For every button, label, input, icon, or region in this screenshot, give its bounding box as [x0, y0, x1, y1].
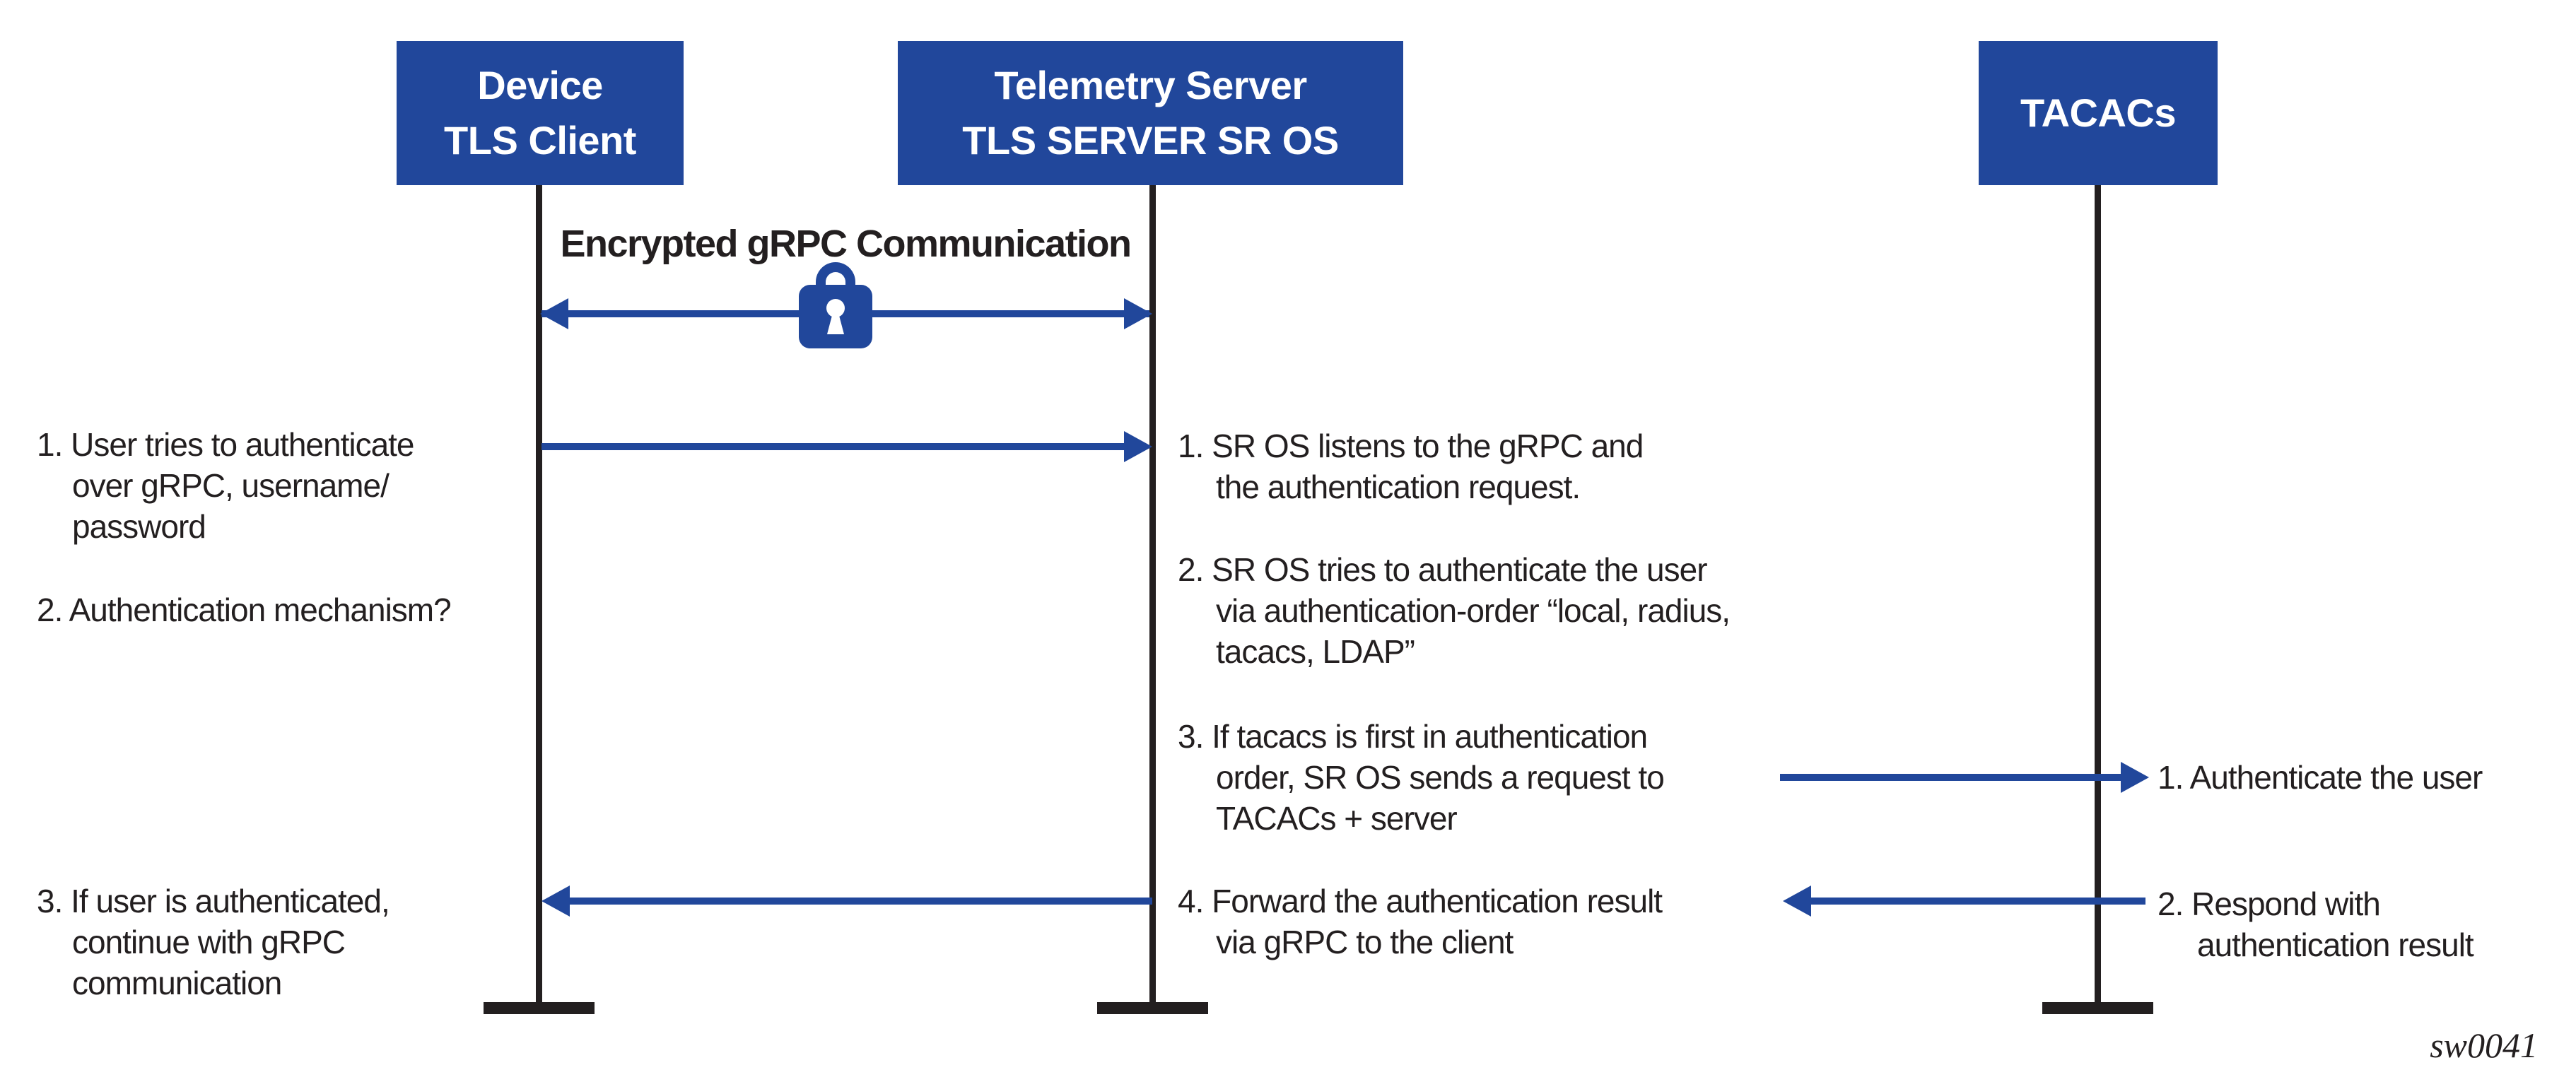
- telemetry-server-lifeline: [1149, 185, 1156, 1002]
- telemetry-lifeline-foot: [1097, 1002, 1208, 1014]
- message-arrow-2-line: [1780, 774, 2121, 781]
- note-client-3: 3. If user is authenticated, continue wi…: [37, 883, 390, 1001]
- arrowhead-left-icon: [541, 885, 570, 917]
- tacacs-lifeline: [2095, 185, 2101, 1002]
- arrowhead-right-icon: [1124, 298, 1152, 329]
- note-server-3: 3. If tacacs is first in authentication …: [1178, 718, 1665, 837]
- arrowhead-right-icon: [2121, 762, 2149, 793]
- actor-box-tacacs: TACACs: [1979, 41, 2218, 185]
- note-server-2: 2. SR OS tries to authenticate the user …: [1178, 551, 1731, 670]
- arrowhead-left-icon: [1783, 885, 1811, 917]
- device-lifeline-foot: [484, 1002, 595, 1014]
- tacacs-lifeline-foot: [2042, 1002, 2153, 1014]
- actor-box-device: Device TLS Client: [397, 41, 684, 185]
- actor-label-device: Device TLS Client: [444, 63, 636, 163]
- encrypted-channel-label: Encrypted gRPC Communication: [560, 223, 1132, 265]
- note-server-1: 1. SR OS listens to the gRPC and the aut…: [1178, 428, 1644, 505]
- note-client-2: 2. Authentication mechanism?: [37, 592, 452, 628]
- actor-label-tacacs: TACACs: [2020, 90, 2176, 135]
- arrowhead-left-icon: [540, 298, 568, 329]
- figure-id: sw0041: [2430, 1025, 2538, 1065]
- note-client-1: 1. User tries to authenticate over gRPC,…: [37, 426, 415, 545]
- note-tacacs-1: 1. Authenticate the user: [2158, 759, 2483, 796]
- message-arrow-3-line: [1811, 898, 2145, 905]
- message-arrow-1-line: [541, 443, 1127, 450]
- message-arrow-4-line: [570, 898, 1152, 905]
- device-lifeline: [536, 185, 542, 1002]
- actor-box-telemetry-server: Telemetry Server TLS SERVER SR OS: [898, 41, 1403, 185]
- note-tacacs-2: 2. Respond with authentication result: [2158, 885, 2474, 963]
- actor-label-telemetry-server: Telemetry Server TLS SERVER SR OS: [962, 63, 1339, 163]
- note-server-4: 4. Forward the authentication result via…: [1178, 883, 1663, 960]
- arrowhead-right-icon: [1124, 431, 1152, 462]
